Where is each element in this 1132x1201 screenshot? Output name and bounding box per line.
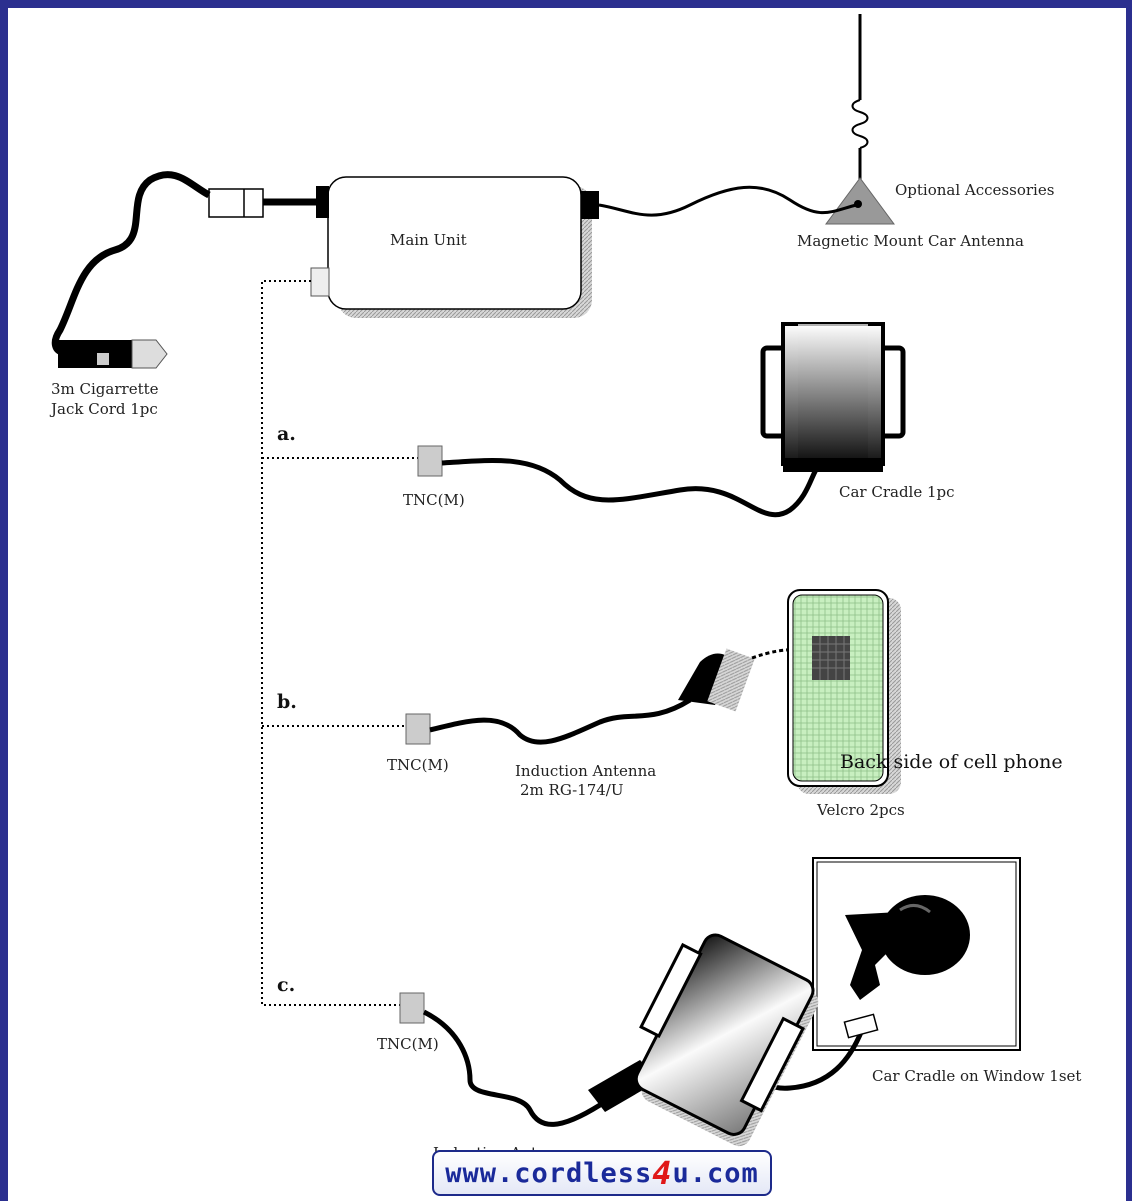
antenna-icon xyxy=(825,14,895,225)
logo-suffix: u.com xyxy=(672,1157,759,1189)
window-cradle-label: Car Cradle on Window 1set xyxy=(872,1067,1081,1085)
option-c-window-cradle xyxy=(399,857,1021,1147)
induction-antenna-label-line2: 2m RG-174/U xyxy=(520,781,623,799)
main-unit-box xyxy=(310,176,599,318)
logo-prefix: www.cordless xyxy=(445,1157,653,1189)
dotted-connector-lines xyxy=(261,280,418,1006)
tnc-b-label: TNC(M) xyxy=(387,756,449,774)
cigarette-jack-cord xyxy=(51,171,316,369)
optional-accessories-label: Optional Accessories xyxy=(895,181,1054,199)
antenna-label: Magnetic Mount Car Antenna xyxy=(797,232,1024,250)
main-unit-label: Main Unit xyxy=(390,231,467,249)
tnc-a-label: TNC(M) xyxy=(403,491,465,509)
option-b-induction-antenna xyxy=(405,589,901,794)
option-b-label: b. xyxy=(277,691,297,713)
option-a-car-cradle xyxy=(417,322,906,518)
back-side-label: Back side of cell phone xyxy=(840,751,1063,773)
antenna-cable xyxy=(598,185,857,217)
option-a-label: a. xyxy=(277,423,296,445)
cig-cord-label-line2: Jack Cord 1pc xyxy=(49,400,158,418)
cig-cord-label-line1: 3m Cigarrette xyxy=(51,380,159,398)
induction-antenna-label-line1: Induction Antenna xyxy=(515,762,656,780)
velcro-label: Velcro 2pcs xyxy=(816,801,905,819)
option-c-label: c. xyxy=(277,974,295,996)
tnc-c-label: TNC(M) xyxy=(377,1035,439,1053)
logo-digit: 4 xyxy=(652,1154,673,1192)
car-cradle-label: Car Cradle 1pc xyxy=(839,483,955,501)
